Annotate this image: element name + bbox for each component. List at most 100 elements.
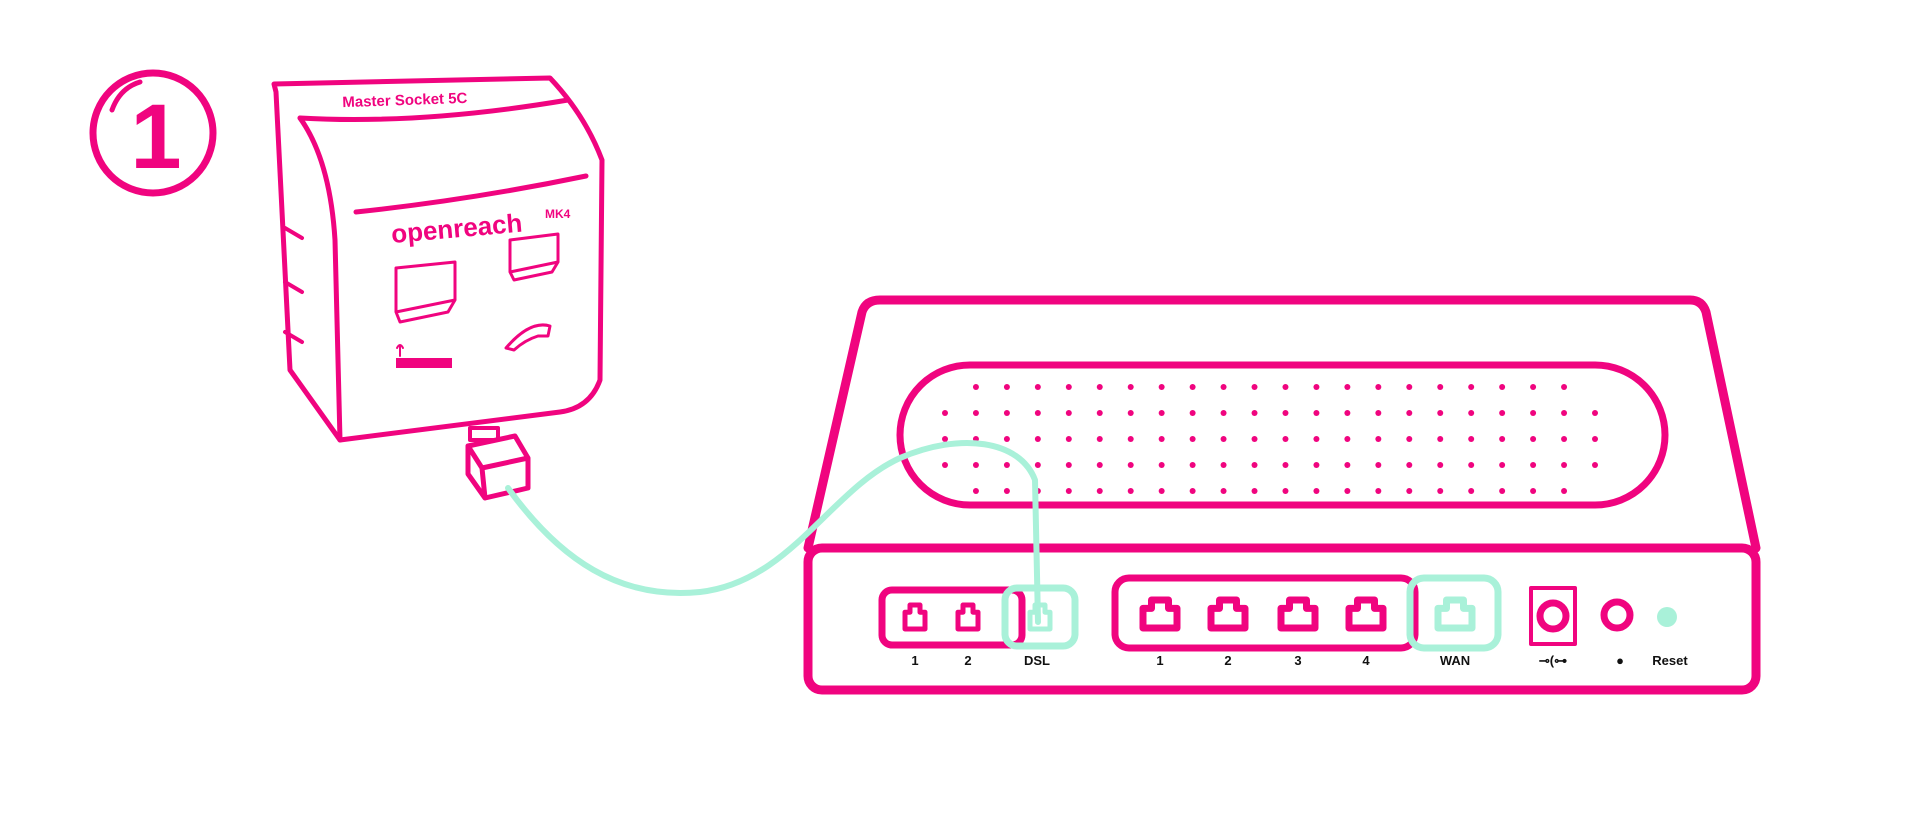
grille-dot xyxy=(1375,488,1382,494)
grille-dot xyxy=(1499,384,1506,390)
grille-dot xyxy=(1189,436,1196,442)
label-wan: WAN xyxy=(1440,653,1470,668)
grille-dot xyxy=(942,462,948,468)
lan-port xyxy=(1207,596,1249,632)
phone-port xyxy=(902,602,928,632)
grille-dot xyxy=(1003,462,1010,468)
phone-port xyxy=(955,602,981,632)
socket-port-icon xyxy=(394,260,457,324)
grille-dot xyxy=(1189,462,1196,468)
grille-dot xyxy=(1034,462,1041,468)
grille-dot xyxy=(1189,410,1196,416)
grille-dot xyxy=(1158,488,1165,494)
phone-icon xyxy=(504,323,552,352)
grille-dot xyxy=(1592,462,1598,468)
grille-dot xyxy=(1561,436,1568,442)
grille-dot xyxy=(1468,384,1475,390)
grille-dot xyxy=(1406,410,1413,416)
grille-dot xyxy=(1344,462,1351,468)
grille-dot xyxy=(1065,384,1072,390)
label-lan-4: 4 xyxy=(1362,653,1370,668)
grille-dot xyxy=(1220,410,1227,416)
grille-dot xyxy=(972,462,979,468)
grille-dot xyxy=(1592,436,1598,442)
grille-dot xyxy=(1406,384,1413,390)
grille-dot xyxy=(1313,462,1320,468)
grille-dot xyxy=(1313,410,1320,416)
grille-dot xyxy=(1189,488,1196,494)
grille-dot xyxy=(1375,462,1382,468)
grille-dot xyxy=(972,384,979,390)
grille-dot xyxy=(1034,410,1041,416)
grille-dot xyxy=(1406,488,1413,494)
grille-dot xyxy=(1220,462,1227,468)
grille-dot xyxy=(1220,384,1227,390)
grille-dots xyxy=(942,384,1598,494)
socket-title: Master Socket 5C xyxy=(342,90,468,111)
grille-dot xyxy=(1437,436,1444,442)
reset-button xyxy=(1600,598,1634,632)
socket-port-icon xyxy=(508,232,560,282)
label-lan-2: 2 xyxy=(1224,653,1231,668)
lan-port xyxy=(1277,596,1319,632)
grille-dot xyxy=(1251,462,1258,468)
grille-dot xyxy=(1065,488,1072,494)
grille-dot xyxy=(1096,384,1103,390)
grille-dot xyxy=(1530,384,1537,390)
grille-dot xyxy=(1096,462,1103,468)
grille-dot xyxy=(1158,410,1165,416)
label-phone-2: 2 xyxy=(964,653,971,668)
grille-dot xyxy=(1375,410,1382,416)
router: 1 2 DSL 1 2 3 4 WAN ⊸(⊶ ● Reset xyxy=(803,295,1761,695)
power-socket xyxy=(1529,586,1577,646)
grille-dot xyxy=(1065,462,1072,468)
grille-dot xyxy=(972,488,979,494)
lan-port xyxy=(1139,596,1181,632)
wan-port-highlight xyxy=(1406,574,1502,652)
socket-model: MK4 xyxy=(545,207,571,221)
grille-dot xyxy=(1003,488,1010,494)
grille-dot xyxy=(1592,410,1598,416)
label-reset: Reset xyxy=(1652,653,1688,668)
grille-dot xyxy=(1437,488,1444,494)
grille-dot xyxy=(1127,384,1134,390)
grille-dot xyxy=(1344,384,1351,390)
reset-dot-icon: ● xyxy=(1616,653,1624,668)
grille-dot xyxy=(1158,436,1165,442)
grille-dot xyxy=(1468,436,1475,442)
grille-dot xyxy=(1406,462,1413,468)
grille-dot xyxy=(1530,436,1537,442)
grille-dot xyxy=(1127,488,1134,494)
grille-dot xyxy=(1158,384,1165,390)
grille-dot xyxy=(1313,488,1320,494)
label-phone-1: 1 xyxy=(911,653,918,668)
grille-dot xyxy=(1437,410,1444,416)
grille-dot xyxy=(1127,462,1134,468)
master-socket: Master Socket 5C openreach MK4 xyxy=(271,75,605,443)
grille-dot xyxy=(1344,436,1351,442)
grille-dot xyxy=(1561,384,1568,390)
grille-dot xyxy=(1530,488,1537,494)
grille-dot xyxy=(1189,384,1196,390)
grille-dot xyxy=(1282,436,1289,442)
grille-dot xyxy=(1096,488,1103,494)
grille-dot xyxy=(1065,410,1072,416)
dsl-cable xyxy=(505,439,1041,625)
label-dsl: DSL xyxy=(1024,653,1050,668)
grille-dot xyxy=(1561,488,1568,494)
grille-dot xyxy=(1375,384,1382,390)
grille-dot xyxy=(1530,462,1537,468)
speaker-grille xyxy=(896,361,1669,509)
grille-dot xyxy=(1034,436,1041,442)
label-lan-3: 3 xyxy=(1294,653,1301,668)
grille-dot xyxy=(1499,410,1506,416)
grille-dot xyxy=(1282,410,1289,416)
socket-brand: openreach xyxy=(390,208,524,249)
grille-dot xyxy=(1251,488,1258,494)
grille-dot xyxy=(1127,410,1134,416)
status-light xyxy=(1657,607,1677,627)
grille-dot xyxy=(1375,436,1382,442)
grille-dot xyxy=(1282,462,1289,468)
grille-dot xyxy=(1468,462,1475,468)
lan-port xyxy=(1345,596,1387,632)
